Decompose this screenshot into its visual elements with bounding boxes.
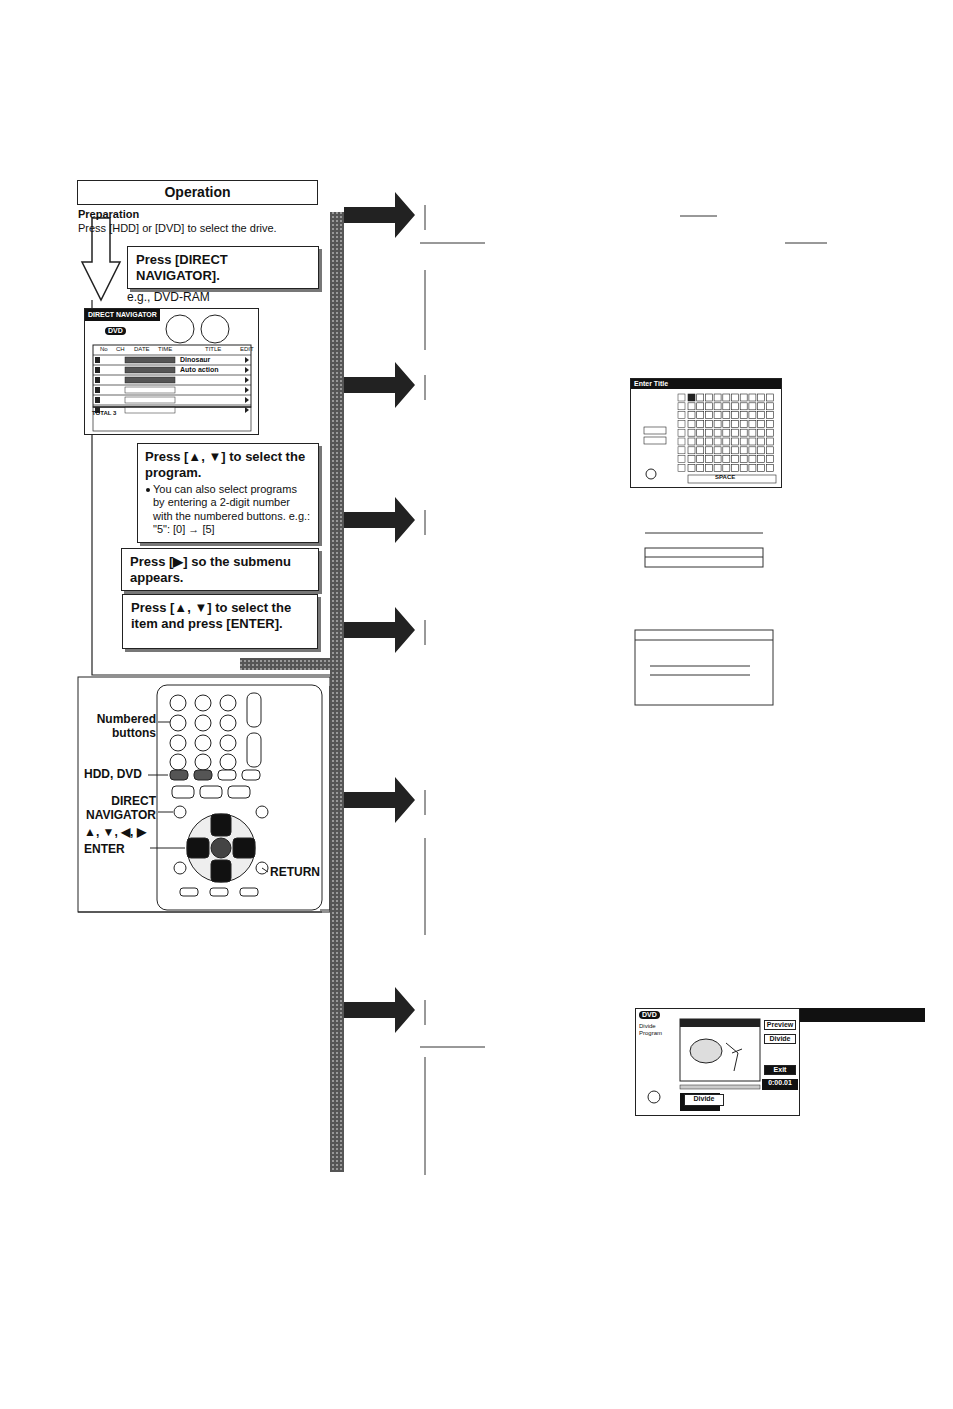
black-bar xyxy=(800,1008,925,1022)
node-text: Press [▲, ▼] to select the item and pres… xyxy=(131,600,291,631)
label: EDIT xyxy=(240,346,254,353)
section-rules xyxy=(420,205,827,1175)
label: DATE xyxy=(134,346,150,353)
node-text: Preview xyxy=(767,1021,793,1028)
label: DVD xyxy=(105,327,126,335)
node-text: Press [▲, ▼] to select the program. xyxy=(145,449,311,480)
node-text: DIRECT NAVIGATOR xyxy=(85,309,160,321)
flow-bar xyxy=(330,212,344,1172)
screen-button: Preview xyxy=(764,1020,796,1030)
step-box: Press [DIRECT NAVIGATOR]. xyxy=(127,246,319,289)
flow-bar xyxy=(240,658,340,670)
node-text: Press [DIRECT NAVIGATOR]. xyxy=(136,252,228,283)
node-text: Divide xyxy=(693,1095,714,1102)
label: Numbered buttons xyxy=(84,713,156,741)
node-text: Divide xyxy=(769,1035,790,1042)
screen-divide: Divide ProgramPreviewDivideExit0:00.01Di… xyxy=(635,1008,800,1116)
label: TITLE xyxy=(205,346,221,353)
remote-control xyxy=(157,685,322,910)
label: No xyxy=(100,346,108,353)
branch-arrows xyxy=(344,192,415,1033)
screen-button: Divide xyxy=(684,1094,724,1106)
label: SPACE xyxy=(715,474,735,481)
label: CH xyxy=(116,346,125,353)
label: Dinosaur xyxy=(180,356,210,364)
screen-enter-title: Enter Title xyxy=(630,378,782,488)
time-display: 0:00.01 xyxy=(762,1079,798,1090)
label: Preparation xyxy=(78,208,139,221)
label: TIME xyxy=(158,346,172,353)
leader-lines xyxy=(148,722,268,872)
label: TOTAL 3 xyxy=(92,410,116,417)
step-box: Press [▶] so the submenu appears. xyxy=(121,548,319,591)
label: HDD, DVD xyxy=(84,768,142,782)
label: Press [HDD] or [DVD] to select the drive… xyxy=(78,222,277,235)
label: RETURN xyxy=(270,866,320,880)
node-text: Exit xyxy=(774,1066,787,1073)
node-text: 0:00.01 xyxy=(768,1079,792,1086)
label: e.g., DVD-RAM xyxy=(127,291,210,305)
rule xyxy=(78,912,322,913)
node-text: Press [▶] so the submenu appears. xyxy=(130,554,291,585)
section-header: Operation xyxy=(77,180,318,205)
screen-button: Divide xyxy=(764,1034,796,1044)
label: DIRECT NAVIGATOR xyxy=(84,795,156,823)
bullet xyxy=(146,488,150,492)
label: DVD xyxy=(639,1011,660,1019)
screen-art xyxy=(631,379,781,487)
step-box: Press [▲, ▼] to select the item and pres… xyxy=(122,594,318,649)
label: ENTER xyxy=(84,843,125,857)
step-box: Press [▲, ▼] to select the program.You c… xyxy=(137,443,319,543)
label: Auto action xyxy=(180,366,219,374)
node-text: You can also select programs by entering… xyxy=(145,483,311,536)
label: ▲, ▼, ◀, ▶ xyxy=(84,826,146,840)
node-text: Enter Title xyxy=(631,379,781,389)
screen-button: Exit xyxy=(764,1065,796,1075)
node-text: Operation xyxy=(164,184,230,200)
remote-frame xyxy=(78,677,330,912)
